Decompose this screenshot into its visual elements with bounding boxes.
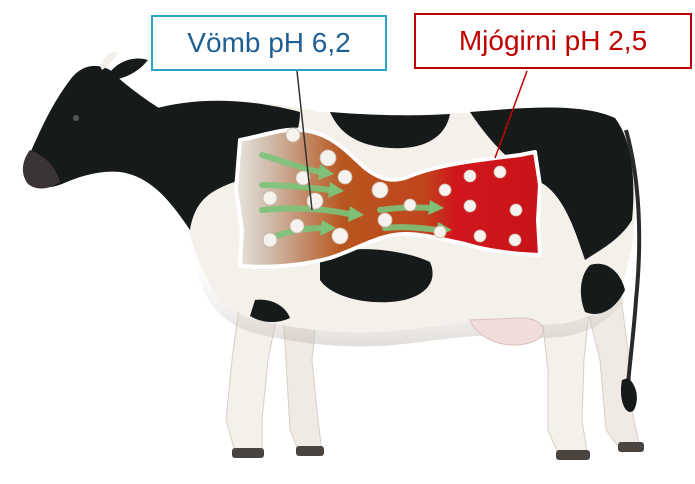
feed-particle-icon <box>438 183 452 197</box>
feed-particle-icon <box>493 165 507 179</box>
feed-particle-icon <box>337 169 353 185</box>
feed-particle-icon <box>377 212 393 228</box>
rumen-label-text: Vömb pH 6,2 <box>187 27 351 58</box>
flow-arrow-icon <box>259 205 353 217</box>
feed-particle-icon <box>433 225 447 239</box>
feed-particle-icon <box>473 229 487 243</box>
feed-particle-icon <box>262 232 278 248</box>
abomasum-label: Mjógirni pH 2,5 <box>414 13 692 69</box>
digestive-cutaway <box>234 127 542 269</box>
feed-particle-icon <box>295 170 311 186</box>
rumen-label: Vömb pH 6,2 <box>151 15 387 71</box>
feed-particle-icon <box>319 149 337 167</box>
feed-particle-icon <box>262 190 278 206</box>
abomasum-label-text: Mjógirni pH 2,5 <box>458 25 648 56</box>
flow-arrow-icon <box>382 224 441 233</box>
feed-particle-icon <box>331 227 349 245</box>
feed-particle-icon <box>463 199 477 213</box>
abomasum-leader-line <box>494 70 528 159</box>
feed-particle-icon <box>371 181 389 199</box>
flow-arrow-icon <box>259 182 333 193</box>
feed-particles <box>262 127 523 248</box>
feed-particle-icon <box>508 233 522 247</box>
feed-particle-icon <box>289 218 305 234</box>
feed-particle-icon <box>403 198 417 212</box>
feed-particle-icon <box>306 192 324 210</box>
feed-particle-icon <box>509 203 523 217</box>
feed-particle-icon <box>463 169 477 183</box>
rumen-leader-line <box>296 70 313 211</box>
flow-arrow-icon <box>259 152 323 175</box>
feed-particle-icon <box>285 127 301 143</box>
